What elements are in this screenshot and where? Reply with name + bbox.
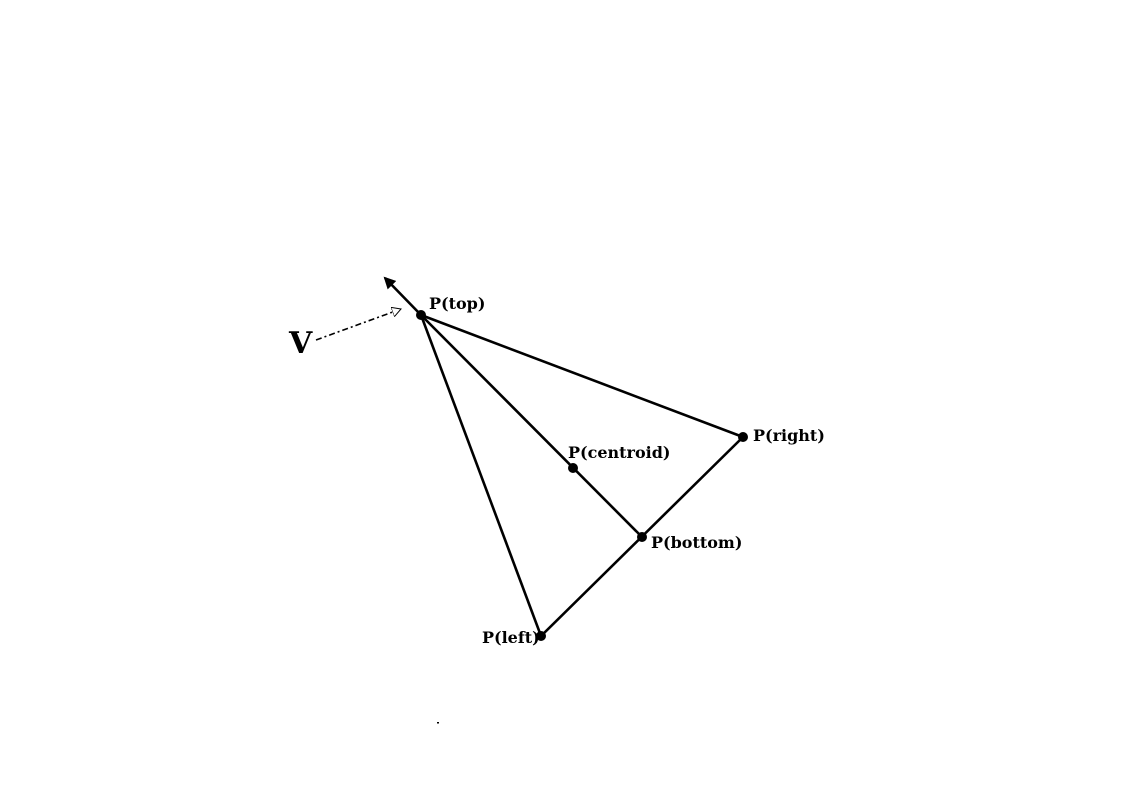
stray-mark (437, 722, 439, 724)
edge-top-left (419, 314, 543, 637)
point-right (738, 432, 748, 442)
point-bottom (637, 532, 647, 542)
label-centroid: P(centroid) (568, 443, 670, 462)
label-vector: V (288, 326, 313, 361)
label-top: P(top) (429, 294, 485, 313)
label-right: P(right) (753, 426, 825, 445)
edge-top-right (420, 313, 744, 439)
point-top (416, 310, 426, 320)
label-left: P(left) (482, 628, 540, 647)
label-bottom: P(bottom) (651, 533, 742, 552)
direction-arrow (383, 276, 422, 316)
median-top-bottom (420, 314, 643, 538)
point-centroid (568, 463, 578, 473)
point-left (536, 631, 546, 641)
vector-arrow (315, 309, 401, 341)
